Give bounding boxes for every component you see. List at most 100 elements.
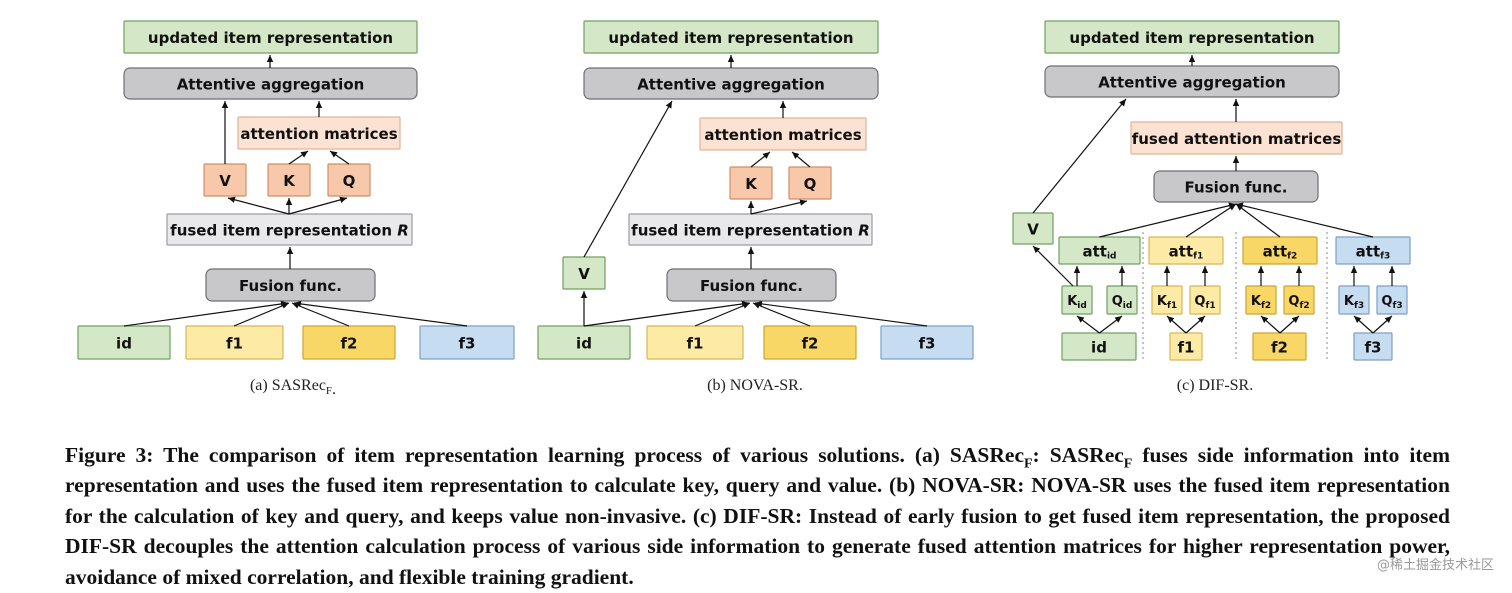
b-caption: (b) NOVA-SR. [707,377,803,394]
a-f3-to-fusion [293,300,468,327]
svg-text:id: id [116,334,132,352]
svg-text:Kf2: Kf2 [1251,294,1271,311]
c-kid-to-v [1032,245,1074,287]
svg-text:Fusion func.: Fusion func. [700,277,803,295]
svg-text:attid: attid [1083,242,1117,261]
svg-text:Qf3: Qf3 [1381,294,1402,311]
c-att-f1-to-fusion [1185,203,1237,238]
c-k-f1: Kf1 [1151,285,1183,315]
svg-text:Q: Q [804,175,817,193]
b-id: id [537,325,631,360]
a-caption: (a) SASRecF. [250,377,336,398]
c-fused-attention-matrices: fused attention matrices [1130,121,1343,155]
svg-text:f3: f3 [1365,338,1382,356]
svg-text:Attentive aggregation: Attentive aggregation [177,75,365,93]
c-att-id-to-fusion [1099,202,1237,238]
b-fusion-func: Fusion func. [666,268,837,302]
b-k-to-matrices [750,151,771,168]
svg-text:id: id [576,334,592,352]
svg-text:fused attention matrices: fused attention matrices [1132,130,1342,148]
c-f2-to-k [1260,315,1281,334]
a-k-to-matrices [288,150,309,165]
svg-text:f2: f2 [802,334,819,352]
svg-text:Q: Q [343,172,356,190]
svg-text:V: V [1027,220,1039,238]
a-f1: f1 [185,325,284,360]
c-att-f2-to-fusion [1235,203,1281,238]
c-f2-to-q [1279,315,1300,334]
svg-text:attf2: attf2 [1263,242,1298,261]
c-updated-item-representation: updated item representation [1044,20,1340,54]
c-att-f3-to-fusion [1235,202,1374,238]
svg-text:Attentive aggregation: Attentive aggregation [1098,73,1286,91]
b-f2: f2 [763,325,857,360]
a-r-to-q [288,196,348,215]
c-attentive-aggregation: Attentive aggregation [1044,65,1340,98]
svg-text:attf1: attf1 [1169,242,1204,261]
b-f2-to-fusion [752,302,811,327]
svg-text:Kf1: Kf1 [1157,294,1177,311]
svg-text:Fusion func.: Fusion func. [1185,178,1288,196]
c-id: id [1061,332,1137,361]
c-f1: f1 [1169,332,1203,361]
c-f3-to-q [1372,315,1393,334]
a-f1-to-fusion [233,302,290,327]
b-fused-item-representation: fused item representation R [628,213,873,246]
a-id-to-fusion [123,300,289,327]
a-updated-item-representation: updated item representation [123,20,418,54]
b-attentive-aggregation: Attentive aggregation [583,67,879,100]
svg-text:fused item representation R: fused item representation R [170,221,409,239]
svg-text:id: id [1091,338,1107,356]
svg-text:Kf3: Kf3 [1344,294,1364,311]
a-attention-matrices: attention matrices [237,116,401,150]
c-f1-to-q [1185,315,1206,334]
watermark: @稀土掘金技术社区 [1376,558,1494,573]
c-q-f1: Qf1 [1189,285,1221,315]
b-f3-to-fusion [754,300,928,327]
c-k-f2: Kf2 [1245,285,1277,315]
svg-text:updated item representation: updated item representation [608,29,853,47]
svg-text:Attentive aggregation: Attentive aggregation [637,75,825,93]
a-q-to-matrices [329,150,350,165]
c-q-id: Qid [1106,285,1138,315]
svg-text:V: V [578,265,590,283]
svg-text:Qf1: Qf1 [1194,294,1215,311]
b-id-to-fusion [583,300,750,327]
svg-text:Kid: Kid [1067,294,1087,311]
a-f2: f2 [302,325,396,360]
svg-text:updated item representation: updated item representation [148,29,393,47]
svg-text:f3: f3 [459,334,476,352]
c-att-f1: attf1 [1148,236,1224,265]
a-fusion-func: Fusion func. [205,268,376,302]
b-updated-item-representation: updated item representation [583,20,879,54]
a-fused-item-representation: fused item representation R [166,213,413,246]
b-v-box: V [562,256,606,290]
svg-text:updated item representation: updated item representation [1069,29,1314,47]
svg-text:f2: f2 [341,334,358,352]
c-k-id: Kid [1061,285,1093,315]
c-fusion-func: Fusion func. [1153,170,1319,203]
b-q-box: Q [788,166,832,200]
svg-text:fused item representation R: fused item representation R [631,221,870,239]
b-f3: f3 [880,325,974,360]
a-q-box: Q [327,163,371,197]
b-attention-matrices: attention matrices [699,117,867,151]
svg-text:attf3: attf3 [1356,242,1391,261]
svg-text:Qf2: Qf2 [1288,294,1309,311]
svg-text:K: K [745,175,758,193]
c-v-box: V [1012,212,1054,245]
svg-text:f3: f3 [919,334,936,352]
b-v-to-agg [583,100,673,258]
c-f1-to-k [1166,315,1187,334]
svg-text:V: V [219,172,231,190]
a-v-box: V [203,163,247,197]
b-k-box: K [729,166,773,200]
c-q-f3: Qf3 [1376,285,1408,315]
svg-text:Fusion func.: Fusion func. [239,277,342,295]
a-attentive-aggregation: Attentive aggregation [123,67,418,100]
b-q-to-matrices [791,151,811,168]
svg-text:attention matrices: attention matrices [240,125,397,143]
c-f3: f3 [1353,332,1393,361]
a-f2-to-fusion [291,302,350,327]
